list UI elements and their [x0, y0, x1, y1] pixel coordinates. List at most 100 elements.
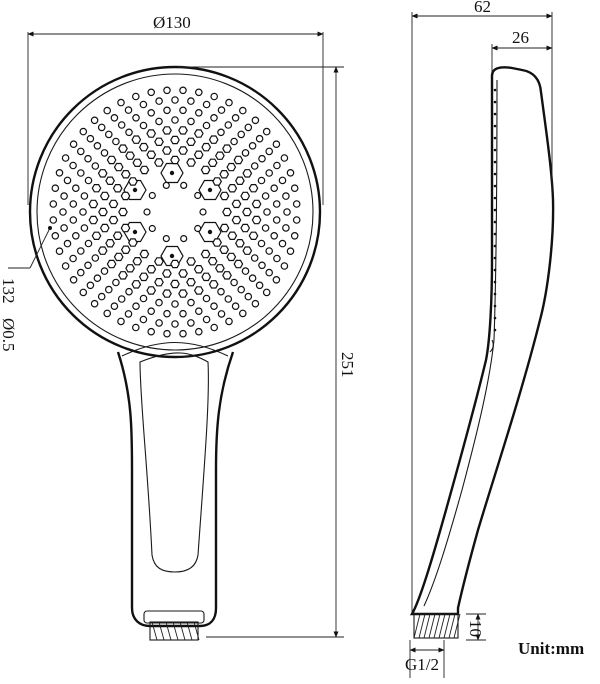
small-nozzle	[257, 239, 266, 248]
small-nozzle	[106, 259, 117, 269]
small-nozzle	[80, 192, 89, 200]
depth-head-label: 26	[512, 28, 529, 47]
small-nozzle	[187, 319, 195, 327]
small-nozzle	[242, 207, 252, 217]
small-nozzle	[100, 267, 109, 275]
small-nozzle	[231, 215, 242, 225]
small-nozzle	[200, 165, 211, 175]
small-nozzle	[132, 92, 140, 101]
small-nozzle	[105, 239, 115, 248]
small-nozzle	[86, 281, 95, 290]
small-nozzle	[143, 208, 151, 216]
small-nozzle	[146, 150, 157, 159]
small-nozzle	[292, 200, 301, 208]
small-nozzle	[265, 169, 274, 177]
small-nozzle	[112, 231, 123, 240]
small-nozzle	[171, 320, 179, 328]
small-nozzle	[233, 155, 244, 165]
small-nozzle	[49, 200, 58, 208]
small-nozzle	[208, 280, 219, 289]
small-nozzle	[219, 223, 230, 233]
small-nozzle	[163, 86, 171, 95]
small-nozzle	[106, 155, 117, 165]
small-nozzle	[241, 267, 250, 275]
small-nozzle	[154, 278, 164, 287]
side-dimensions: 62 26 10 G1/2	[405, 0, 553, 678]
small-nozzle	[124, 310, 133, 318]
small-nozzle	[262, 127, 271, 136]
small-nozzle	[147, 109, 156, 117]
small-nozzle	[292, 216, 301, 224]
small-nozzle	[178, 269, 188, 278]
small-nozzle	[272, 200, 281, 208]
small-nozzle	[194, 224, 202, 233]
thread-connector	[149, 621, 200, 641]
small-nozzle	[154, 158, 164, 167]
small-nozzle	[178, 289, 188, 298]
small-nozzle	[79, 208, 87, 216]
small-nozzle	[273, 161, 281, 170]
small-nozzle	[265, 147, 274, 156]
small-nozzle	[147, 327, 156, 336]
small-nozzle	[282, 192, 290, 200]
small-nozzle	[265, 247, 274, 255]
small-nozzle	[69, 200, 78, 208]
small-nozzle	[179, 86, 187, 95]
small-nozzle	[120, 170, 131, 179]
small-nozzle	[163, 329, 171, 338]
small-nozzle	[163, 309, 171, 318]
small-nozzle	[239, 106, 247, 115]
small-nozzle	[251, 215, 262, 225]
small-nozzle	[125, 151, 135, 160]
small-nozzle	[202, 100, 211, 109]
small-nozzle	[240, 191, 251, 201]
small-nozzle	[217, 128, 225, 137]
small-nozzle	[138, 272, 149, 282]
small-nozzle	[231, 199, 242, 209]
small-nozzle	[97, 169, 108, 178]
small-nozzle	[110, 114, 119, 122]
small-nozzle	[248, 142, 257, 150]
small-nozzle	[179, 309, 187, 318]
small-nozzle	[79, 288, 88, 297]
side-thread	[413, 613, 461, 639]
small-nozzle	[263, 208, 271, 216]
small-nozzle	[162, 146, 172, 155]
small-nozzle	[212, 177, 222, 186]
small-nozzle	[272, 140, 281, 149]
small-nozzle	[139, 121, 148, 130]
small-nozzle	[120, 191, 131, 201]
small-nozzle	[49, 216, 58, 224]
small-nozzle	[242, 169, 253, 178]
small-nozzle	[202, 121, 211, 130]
small-nozzle	[100, 149, 109, 157]
small-nozzle	[162, 289, 172, 298]
small-nozzle	[226, 162, 237, 172]
unit-label: Unit:mm	[518, 639, 584, 658]
small-nozzle	[84, 176, 93, 185]
small-nozzle	[241, 149, 250, 157]
small-nozzle	[251, 199, 262, 209]
small-nozzle	[97, 292, 106, 301]
small-nozzle	[72, 232, 80, 240]
small-nozzle	[194, 191, 202, 200]
small-nozzle	[210, 302, 218, 311]
small-nozzle	[250, 162, 259, 170]
small-nozzle	[154, 137, 164, 146]
small-nozzle	[69, 140, 78, 149]
small-nozzle	[105, 130, 113, 139]
small-nozzle	[239, 309, 247, 318]
depth-total-label: 62	[474, 0, 491, 16]
small-nozzle	[110, 302, 119, 311]
small-nozzle	[187, 298, 195, 307]
small-nozzle	[170, 135, 180, 145]
small-nozzle	[148, 224, 156, 233]
small-nozzle	[282, 224, 290, 232]
small-nozzle	[244, 292, 253, 301]
small-nozzle	[231, 114, 240, 122]
thread-size-label: G1/2	[405, 655, 439, 674]
small-nozzle	[155, 298, 163, 307]
small-nozzle	[112, 184, 123, 193]
small-nozzle	[51, 232, 60, 240]
small-nozzle	[131, 135, 142, 144]
